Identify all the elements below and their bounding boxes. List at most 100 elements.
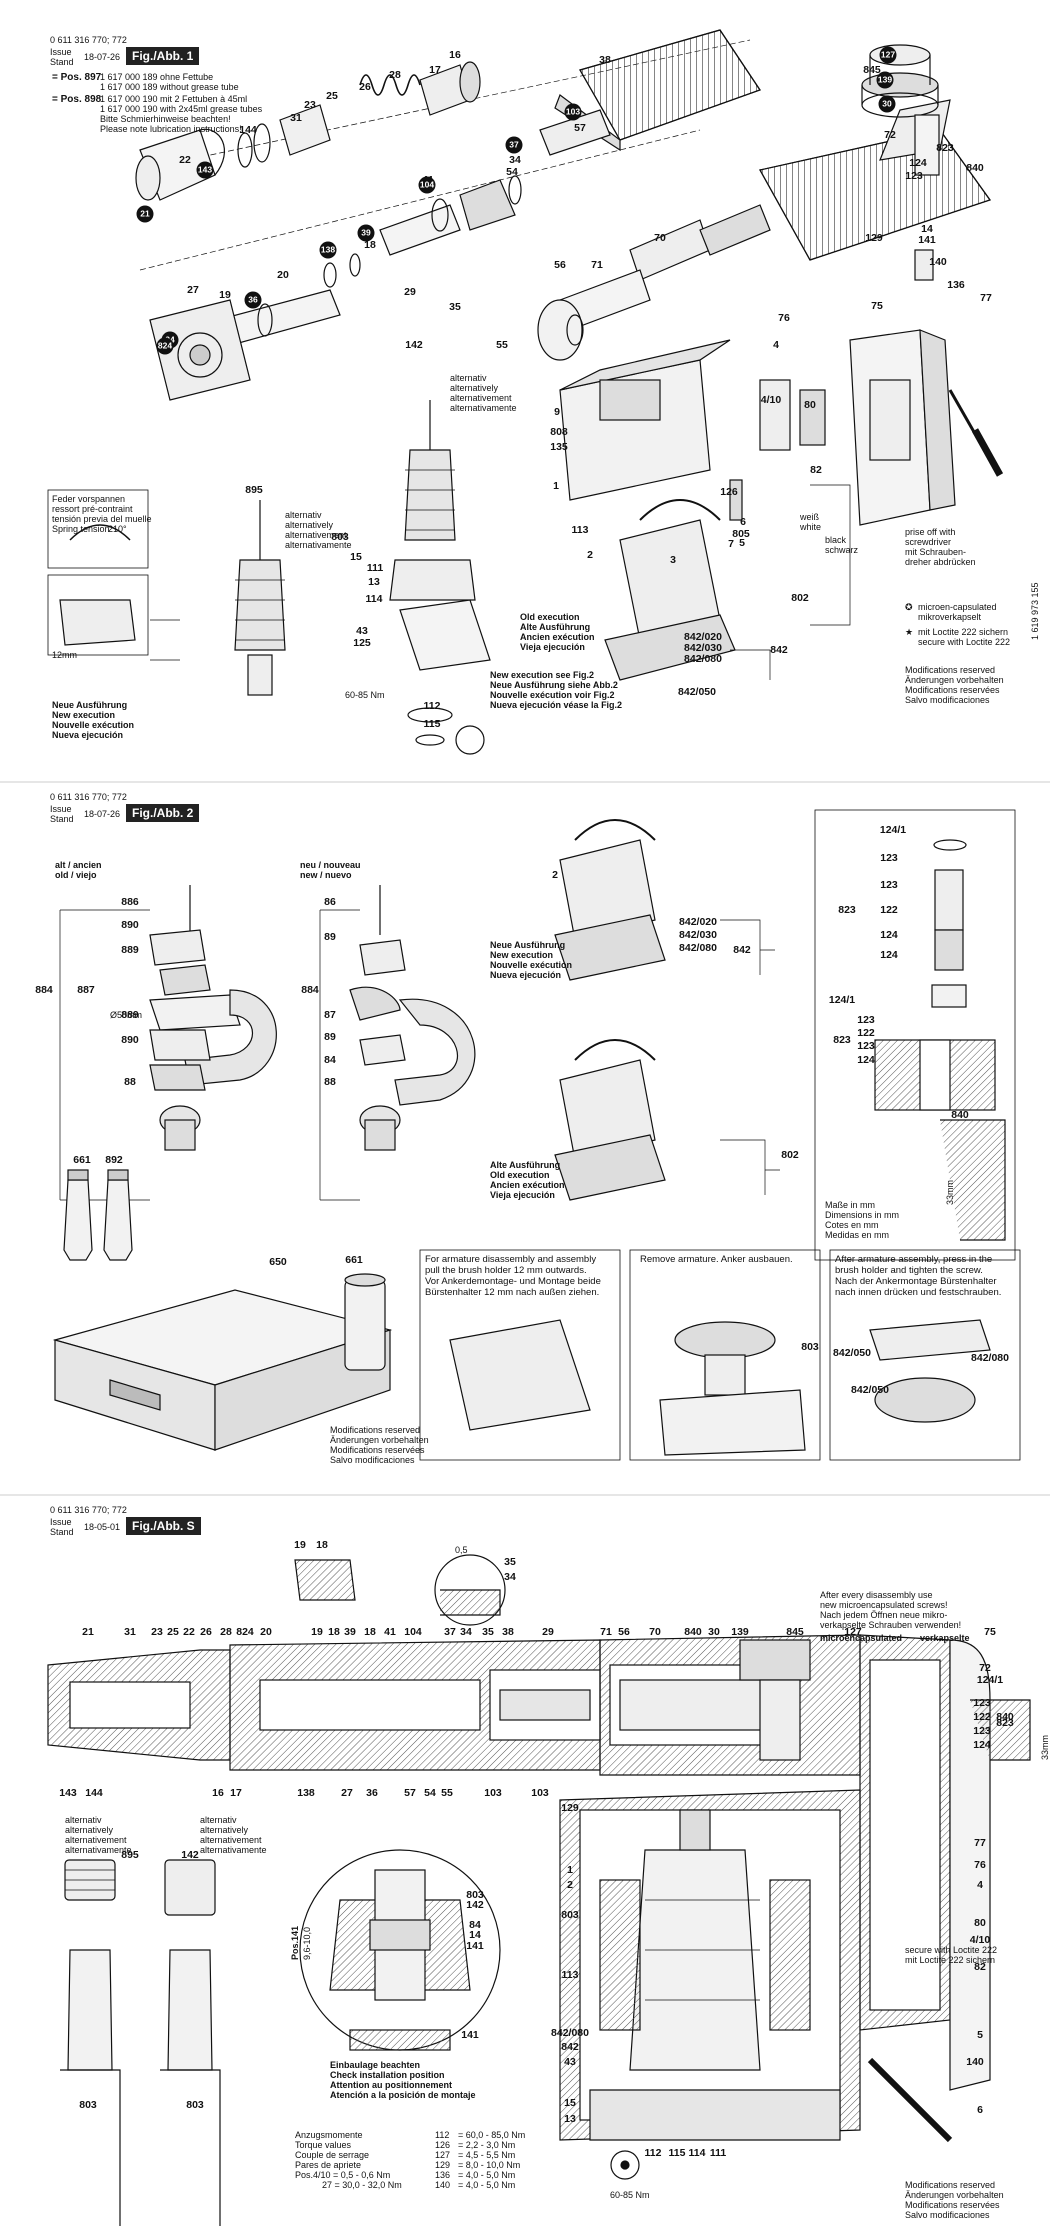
- fig2-new-88: 88: [324, 1076, 336, 1088]
- fig1-callout-842-080: 842/080: [684, 653, 722, 665]
- figS-right-5: 5: [977, 2029, 983, 2041]
- fig1-callout-114: 114: [365, 593, 383, 605]
- figS-right-80: 80: [974, 1917, 986, 1929]
- figS-right-76: 76: [974, 1859, 986, 1871]
- old-exec-2: Alte Ausführung: [520, 622, 591, 632]
- torque-pos-126: 126: [435, 2140, 451, 2150]
- diameter-50: Ø50mm: [110, 1010, 143, 1020]
- fig1-callout-57: 57: [574, 122, 586, 134]
- fig1-mod-1: Modifications reserved: [905, 665, 996, 675]
- fig1-callout-25: 25: [326, 90, 338, 102]
- fig1-callout-842-050: 842/050: [678, 686, 716, 698]
- torque-title-2: Torque values: [295, 2140, 352, 2150]
- fig2-new-89: 89: [324, 1031, 336, 1043]
- fig1-callout-803: 803: [331, 531, 349, 543]
- torque-value-136: = 4,0 - 5,0 Nm: [458, 2170, 516, 2180]
- pos898-line-3: Bitte Schmierhinweise beachten!: [100, 114, 231, 124]
- notice-bold-1: microencapsulated: [820, 1633, 903, 1643]
- fig1-callout-71: 71: [591, 259, 603, 271]
- dims-1: Maße in mm: [825, 1200, 876, 1210]
- new-exec-see-1: New execution see Fig.2: [490, 670, 595, 680]
- new-label-1: neu / nouveau: [300, 860, 361, 870]
- figS-top-38: 38: [502, 1626, 514, 1638]
- stand-label: Stand: [50, 57, 74, 67]
- wire-black-2: schwarz: [825, 545, 859, 555]
- wire-black-1: black: [825, 535, 847, 545]
- torque-value-127: = 4,5 - 5,5 Nm: [458, 2150, 516, 2160]
- figS-detail-18: 18: [316, 1539, 328, 1551]
- fig2-old-886: 886: [121, 896, 139, 908]
- fig1-callout-76: 76: [778, 312, 790, 324]
- figS-top-104: 104: [404, 1626, 422, 1638]
- figS-top-20: 20: [260, 1626, 272, 1638]
- figS-bottom-13: 13: [564, 2113, 576, 2125]
- figS-right-77: 77: [974, 1837, 986, 1849]
- notice-bold-2: verkapselte: [920, 1633, 970, 1643]
- alt-line-b4: alternativamente: [450, 403, 517, 413]
- figS-alt-a2: alternatively: [65, 1825, 114, 1835]
- fig2-neue-3: Nouvelle exécution: [490, 960, 573, 970]
- figS-detail-803: 803: [79, 2099, 97, 2111]
- figS-top-824: 824: [236, 1626, 254, 1638]
- figS-top-34: 34: [460, 1626, 472, 1638]
- figS-detail-34: 34: [504, 1571, 516, 1583]
- figS-mod-1: Modifications reserved: [905, 2180, 996, 2190]
- dims-2: Dimensions in mm: [825, 1210, 900, 1220]
- figS-top-18: 18: [328, 1626, 340, 1638]
- figS-top-26: 26: [200, 1626, 212, 1638]
- fig1-callout-15: 15: [350, 551, 362, 563]
- torque-pos-136: 136: [435, 2170, 451, 2180]
- fig2-old-884: 884: [35, 984, 53, 996]
- doc-number: 0 611 316 770; 772: [50, 35, 127, 45]
- fig1-callout-112: 112: [423, 700, 441, 712]
- notice-2: new microencapsulated screws!: [820, 1600, 948, 1610]
- figS-top-56: 56: [618, 1626, 630, 1638]
- fig2-alte-4: Vieja ejecución: [490, 1190, 555, 1200]
- figS-stand-label: Stand: [50, 1527, 74, 1537]
- fig1-callout-34: 34: [509, 154, 521, 166]
- figS-top-22: 22: [183, 1626, 195, 1638]
- fig1-callout-43: 43: [356, 625, 368, 637]
- figS-bottom-55: 55: [441, 1787, 453, 1799]
- fig2-dim-33: 33mm: [945, 1179, 955, 1205]
- new-exec-see-3: Nouvelle exécution voir Fig.2: [490, 690, 615, 700]
- fig1-callout-22: 22: [179, 154, 191, 166]
- figS-doc-number: 0 611 316 770; 772: [50, 1505, 127, 1515]
- fig1-callout-802: 802: [791, 592, 809, 604]
- figS-detail-803: 803: [466, 1889, 484, 1901]
- figS-bottom-57: 57: [404, 1787, 416, 1799]
- fig1-dot-824: 824: [156, 337, 174, 355]
- figS-date: 18-05-01: [84, 1522, 121, 1532]
- figS-top-29: 29: [542, 1626, 554, 1638]
- figS-right-840: 840: [996, 1711, 1014, 1723]
- figS-alt-a1: alternativ: [65, 1815, 102, 1825]
- alt-line-b1: alternativ: [450, 373, 487, 383]
- figS-detail-14: 14: [469, 1929, 481, 1941]
- figS-alt-a4: alternativamente: [65, 1845, 132, 1855]
- alt-line-3: alternativement: [285, 530, 347, 540]
- alt-line-b2: alternatively: [450, 383, 499, 393]
- torque-pos-1: Pos.4/10 = 0,5 - 0,6 Nm: [295, 2170, 391, 2180]
- fig1-tag: Fig./Abb. 1: [126, 47, 200, 65]
- fig2-right-650: 650: [269, 1256, 287, 1268]
- fig1-dot-127: 127: [879, 46, 897, 64]
- fig1-callout-72: 72: [884, 129, 896, 141]
- figS-top-75: 75: [984, 1626, 996, 1638]
- fig2-right-842-050: 842/050: [851, 1384, 889, 1396]
- fig1-dot-138: 138: [319, 241, 337, 259]
- dims-3: Cotes en mm: [825, 1220, 879, 1230]
- old-label-1: alt / ancien: [55, 860, 102, 870]
- fig1-callout-842-020: 842/020: [684, 631, 722, 643]
- fig1-dot-39: 39: [357, 224, 375, 242]
- pos897-line-1: 1 617 000 189 ohne Fettube: [100, 72, 214, 82]
- alt-line-1: alternativ: [285, 510, 322, 520]
- spring-box-line-3: tensión previa del muelle: [52, 514, 152, 524]
- figS-bottom-2: 2: [567, 1879, 573, 1891]
- notice-3: Nach jedem Öffnen neue mikro-: [820, 1610, 948, 1620]
- prise-off-4: dreher abdrücken: [905, 557, 976, 567]
- figS-detail-141: 141: [466, 1940, 484, 1952]
- fig2-right-123: 123: [880, 852, 898, 864]
- pos141-label: Pos.141: [290, 1925, 300, 1960]
- figS-bottom-17: 17: [230, 1787, 242, 1799]
